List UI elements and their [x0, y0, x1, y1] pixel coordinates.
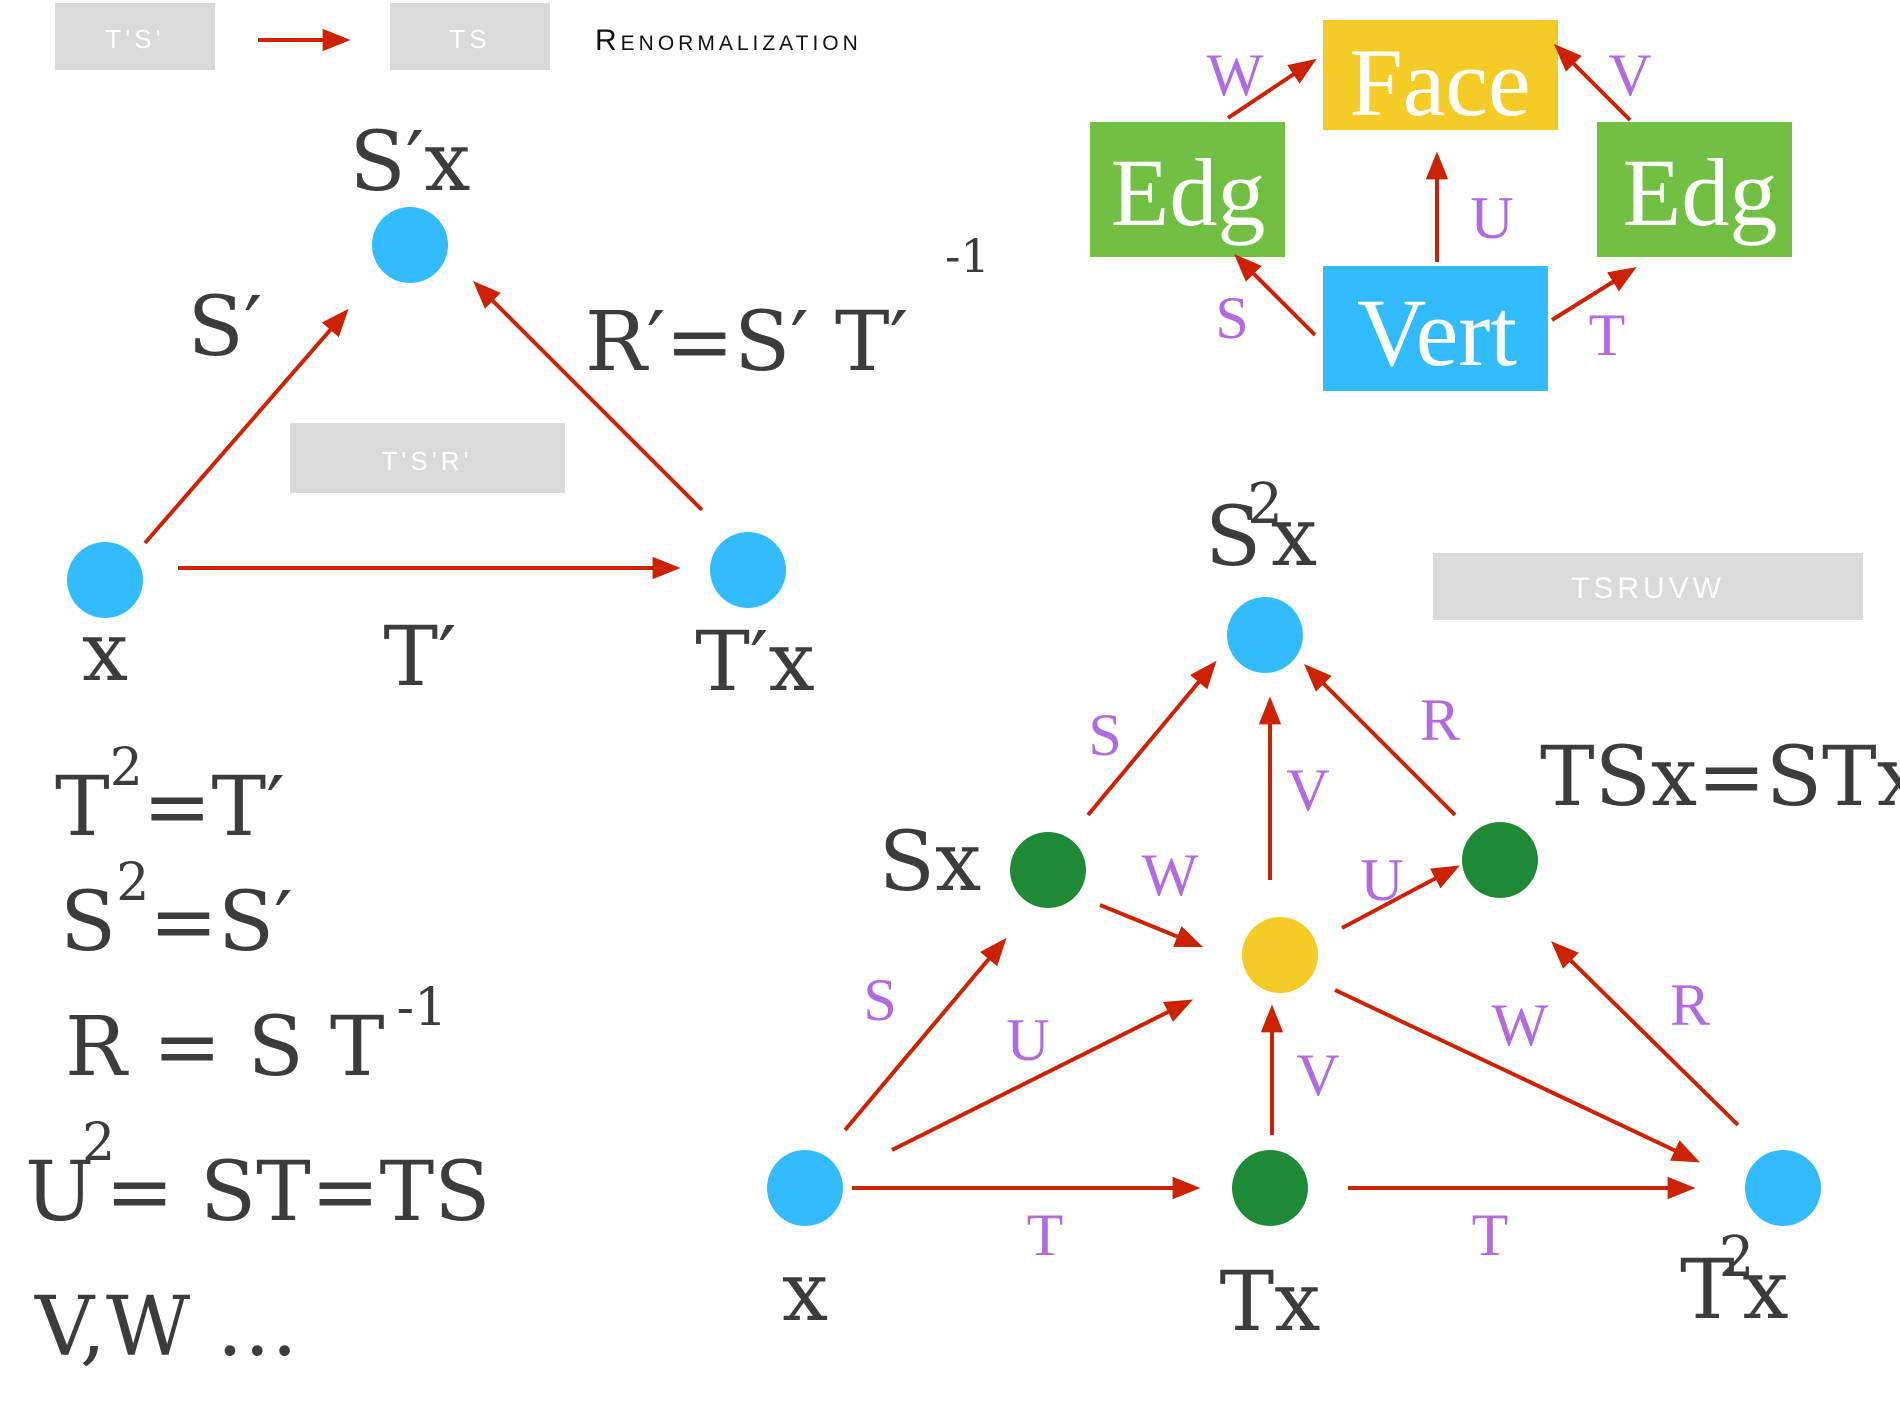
schema-label-w: W [1207, 42, 1264, 108]
arrow-label-v-lower: V [1296, 1042, 1339, 1108]
arrow-label-r-prime-exp: -1 [945, 229, 990, 283]
edge-box-right [1597, 122, 1792, 257]
face-box-label: Face [1349, 29, 1530, 136]
schema-label-s: S [1215, 285, 1248, 351]
arrow-label-s-upper: S [1088, 702, 1121, 768]
node-label-sx-prime: S′x [349, 115, 470, 210]
arrow-label-u-right: U [1360, 847, 1403, 913]
vertex-node [1227, 597, 1303, 673]
arrow-label-s-lower: S [863, 967, 896, 1033]
relation-u-squared: U2= ST=TS [25, 1113, 490, 1240]
tag-from [55, 3, 215, 70]
schema-arrow-v [1554, 44, 1632, 122]
arrow-s-prime [143, 308, 349, 545]
edge-box-left-label: Edg [1111, 139, 1266, 246]
arrow-r-prime [473, 281, 704, 512]
schema-label-t: T [1589, 302, 1626, 368]
edge-node [1462, 822, 1538, 898]
arrow-label-t-prime: T′ [383, 610, 456, 705]
vert-box [1323, 266, 1548, 391]
tag-coarse [290, 423, 565, 493]
coarse-triangle: S′x x T′x S′ T′ R′=S′ T′ -1 T'S'R' [67, 115, 990, 710]
face-node [1242, 917, 1318, 993]
arrow-label-u: U [1006, 1007, 1049, 1073]
vert-box-label: Vert [1357, 279, 1517, 386]
vertex-node [767, 1150, 843, 1226]
edge-node [1232, 1150, 1308, 1226]
arrow-label-t-left: T [1027, 1202, 1064, 1268]
vertex-node [67, 542, 143, 618]
schema-arrow-s [1234, 254, 1317, 337]
node-label-x: x [782, 1245, 828, 1340]
arrow-label-r-upper: R [1420, 687, 1460, 753]
tag-from-label: T'S' [105, 24, 164, 54]
diagram-title: Renormalization [595, 24, 862, 57]
node-label-sx: Sx [879, 815, 981, 910]
relation-r: R = S T-1 [65, 978, 447, 1095]
arrow-label-r-lower: R [1670, 972, 1710, 1038]
node-label-x: x [82, 605, 128, 700]
vertex-node [1745, 1150, 1821, 1226]
arrow-w-to-t2x [1334, 988, 1701, 1163]
arrow-label-w-left: W [1142, 842, 1199, 908]
schema-arrow-t [1550, 267, 1637, 322]
cell-schema: Face Edg Edg Vert W V U S T [1090, 20, 1792, 391]
arrow-label-r-prime: R′=S′ T′ [585, 295, 908, 390]
tag-fine [1433, 553, 1863, 620]
node-label-s2x: S2x [1205, 472, 1317, 585]
edge-box-right-label: Edg [1623, 139, 1778, 246]
vertex-node [372, 207, 448, 283]
arrow-label-s-prime: S′ [188, 280, 263, 375]
node-label-tx-prime: T′x [695, 615, 815, 710]
arrow-w-from-sx [1099, 903, 1204, 948]
node-label-t2x: T2x [1680, 1225, 1789, 1338]
tag-fine-label: TSRUVW [1571, 572, 1725, 605]
vertex-node [710, 532, 786, 608]
tag-to-label: TS [449, 24, 490, 54]
arrow-label-w-right: W [1492, 992, 1549, 1058]
face-box [1323, 20, 1558, 130]
node-label-tsx: TSx=STx [1540, 730, 1900, 825]
arrow-label-t-right: T [1472, 1202, 1509, 1268]
tag-coarse-label: T'S'R' [382, 446, 473, 476]
header: T'S' TS Renormalization [55, 3, 862, 70]
arrow-s-lower [843, 937, 1007, 1132]
relation-t-squared: T2=T′ [55, 738, 285, 855]
arrow-u-to-tsx [1341, 865, 1460, 930]
arrow-r-upper [1304, 664, 1457, 817]
fine-triangle: TSRUVW x Tx T2x Sx S2x TSx=STx [767, 472, 1900, 1350]
tag-to [390, 3, 550, 70]
edge-node [1010, 832, 1086, 908]
schema-arrow-w [1226, 58, 1317, 120]
relation-v-w: V,W … [34, 1280, 298, 1375]
relation-s-squared: S2=S′ [60, 853, 293, 970]
node-label-tx: Tx [1220, 1255, 1321, 1350]
arrow-label-v-upper: V [1286, 757, 1329, 823]
relations-list: T2=T′ S2=S′ R = S T-1 U2= ST=TS V,W … [25, 738, 490, 1375]
schema-label-v: V [1608, 42, 1651, 108]
schema-label-u: U [1470, 185, 1513, 251]
arrow-u-from-x [891, 999, 1194, 1152]
arrow-s-upper [1086, 660, 1217, 817]
edge-box-left [1090, 122, 1285, 257]
arrow-r-lower [1551, 941, 1740, 1127]
